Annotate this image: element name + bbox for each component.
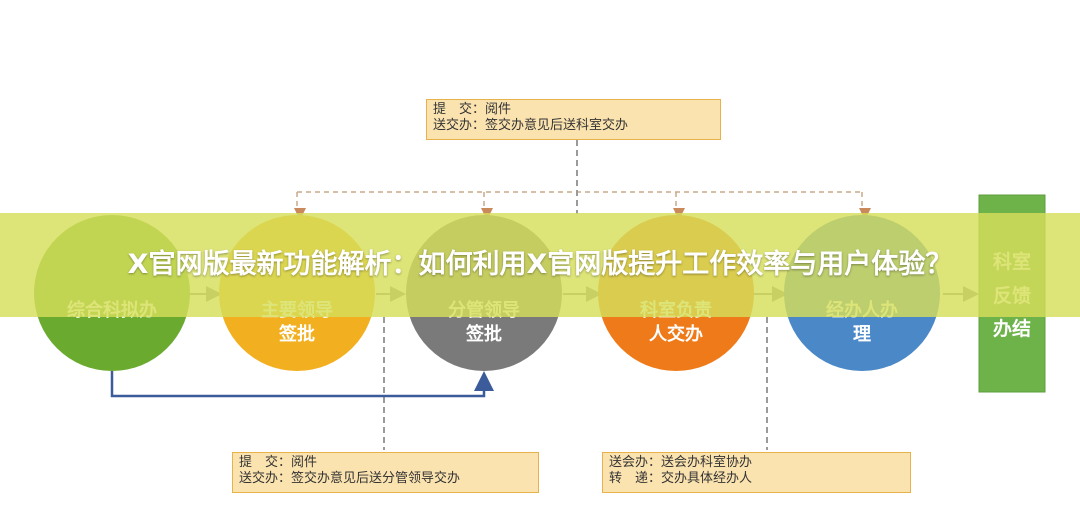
dashed-connectors (294, 191, 871, 220)
note-bottom-right-line1: 送会办：送会办科室协办 (609, 455, 753, 470)
feedback-arrow (110, 371, 494, 398)
note-bottom-right: 送会办：送会办科室协办 转 递：交办具体经办人 (602, 452, 911, 493)
title-banner: X官网版最新功能解析：如何利用X官网版提升工作效率与用户体验？ (0, 213, 1080, 317)
node-2-label-line2: 签批 (278, 323, 315, 345)
note-top-line1: 提 交：阅件 (433, 102, 512, 117)
note-bottom-right-line2: 转 递：交办具体经办人 (609, 471, 753, 486)
node-4-label-line2: 人交办 (649, 323, 703, 345)
note-bottom-left-line1: 提 交：阅件 (239, 455, 318, 470)
node-5-label-line2: 理 (853, 324, 871, 345)
note-bottom-left-line2: 送交办：签交办意见后送分管领导交办 (239, 471, 461, 486)
banner-title: X官网版最新功能解析：如何利用X官网版提升工作效率与用户体验？ (127, 249, 953, 280)
note-top-line2: 送交办：签交办意见后送科室交办 (433, 118, 629, 133)
note-connectors (383, 140, 768, 450)
note-bottom-left: 提 交：阅件 送交办：签交办意见后送分管领导交办 (232, 452, 539, 493)
node-3-label-line2: 签批 (465, 323, 502, 345)
note-top: 提 交：阅件 送交办：签交办意见后送科室交办 (426, 99, 721, 140)
end-node-line3: 办结 (993, 317, 1031, 340)
